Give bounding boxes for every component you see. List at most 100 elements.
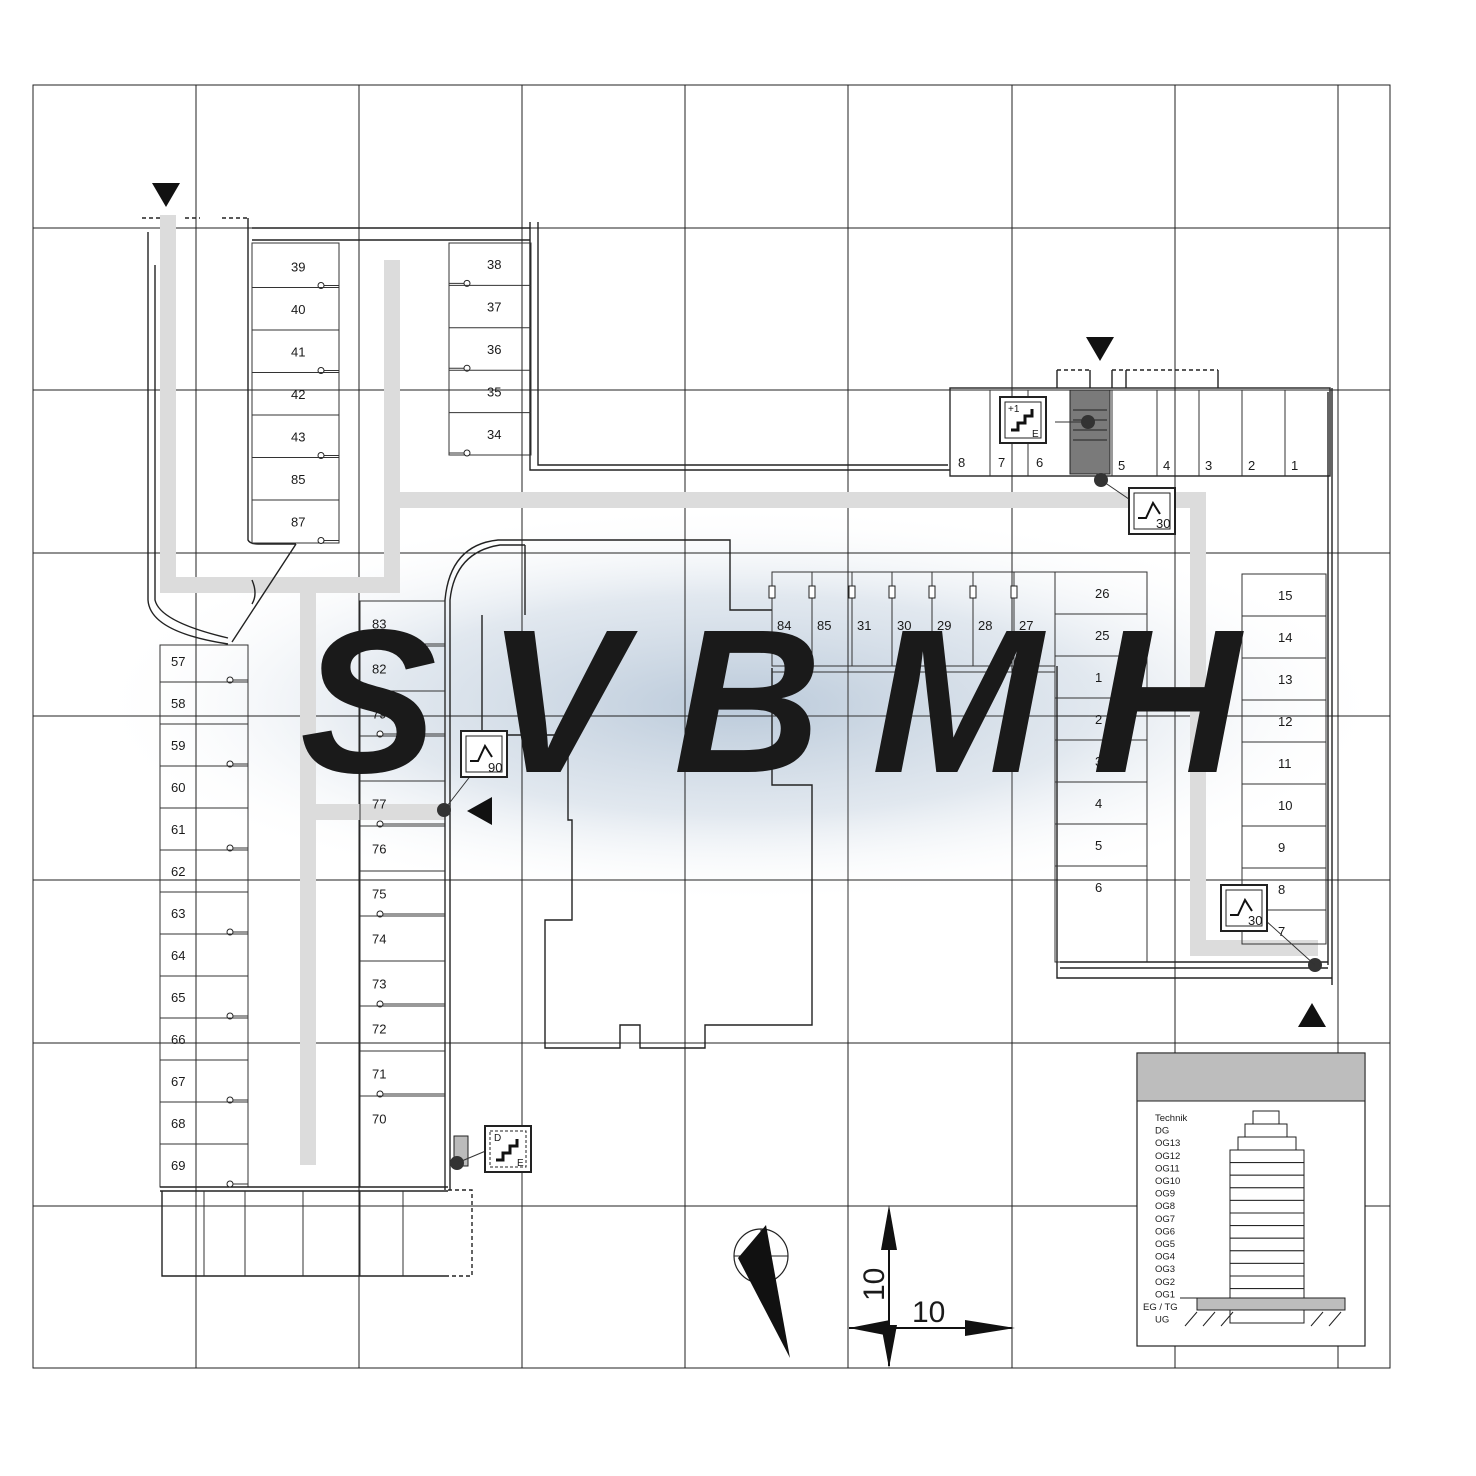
stair-top-level-label: +1 (1008, 404, 1020, 415)
parking-space-number: 7 (998, 455, 1005, 470)
parking-space-number: 40 (291, 302, 305, 317)
parking-space-number: 57 (171, 654, 185, 669)
legend-level-label: OG11 (1155, 1163, 1180, 1174)
parking-space-number: 10 (1278, 798, 1292, 813)
parking-space-number: 28 (978, 618, 992, 633)
parking-space-number: 66 (171, 1032, 185, 1047)
stairs-icon (1011, 409, 1034, 432)
reference-grid (32, 84, 1391, 1369)
parking-space-number: 3 (1095, 754, 1102, 769)
parking-space-number: 58 (171, 696, 185, 711)
fire-door-rating: 30 (1156, 516, 1170, 531)
stairs-icon (496, 1139, 519, 1162)
stair-core (1069, 389, 1111, 475)
parking-space-number: 29 (937, 618, 951, 633)
parking-space-number: 1 (1095, 670, 1102, 685)
entrance-arrow-icon (1298, 1003, 1326, 1027)
parking-space-number: 27 (1019, 618, 1033, 633)
compass (733, 1225, 790, 1358)
parking-space-number: 26 (1095, 586, 1109, 601)
parking-space-number: 78 (372, 752, 386, 767)
legend-level-label: OG1 (1155, 1289, 1175, 1300)
legend-level-label: OG2 (1155, 1277, 1175, 1288)
watermark: SVBMH (300, 587, 1290, 816)
parking-spaces: 3940414243858738373635345758596061626364… (160, 257, 1326, 1188)
parking-space-number: 36 (487, 342, 501, 357)
fire-door-rating: 30 (1248, 913, 1262, 928)
legend-level-label: OG6 (1155, 1226, 1175, 1237)
legend-level-label: OG10 (1155, 1176, 1180, 1187)
parking-space-number: 12 (1278, 714, 1292, 729)
parking-space-number: 68 (171, 1116, 185, 1131)
parking-space-number: 2 (1248, 458, 1255, 473)
parking-space-number: 64 (171, 948, 185, 963)
parking-space-number: 13 (1278, 672, 1292, 687)
legend-level-label: Technik (1155, 1113, 1187, 1124)
parking-space-number: 41 (291, 344, 305, 359)
scale-horizontal-label: 10 (912, 1296, 945, 1329)
parking-space-number: 84 (777, 618, 791, 633)
parking-space-number: 37 (487, 300, 501, 315)
fire-door-icon (1230, 897, 1253, 916)
parking-space-number: 4 (1163, 458, 1170, 473)
parking-space-number: 85 (817, 618, 831, 633)
parking-space-number: 6 (1036, 455, 1043, 470)
parking-space-number: 43 (291, 429, 305, 444)
legend-level-label: OG3 (1155, 1264, 1175, 1275)
parking-space-number: 34 (487, 427, 501, 442)
parking-space-number: 2 (1095, 712, 1102, 727)
parking-space-number: 6 (1095, 880, 1102, 895)
parking-space-number: 73 (372, 977, 386, 992)
parking-space-number: 85 (291, 472, 305, 487)
entrance-arrow-icon (467, 797, 492, 825)
stair-bottom-level-label: D (494, 1133, 501, 1144)
legend-level-label: OG12 (1155, 1151, 1180, 1162)
entrance-arrow-icon (1086, 337, 1114, 361)
legend-level-label: OG8 (1155, 1201, 1175, 1212)
parking-space-number: 5 (1095, 838, 1102, 853)
parking-space-number: 59 (171, 738, 185, 753)
parking-space-number: 75 (372, 887, 386, 902)
parking-space-number: 42 (291, 387, 305, 402)
parking-space-number: 8 (1278, 882, 1285, 897)
legend-level-label: OG4 (1155, 1252, 1175, 1263)
parking-space-number: 25 (1095, 628, 1109, 643)
parking-space-number: 60 (171, 780, 185, 795)
parking-space-number: 4 (1095, 796, 1102, 811)
scale-vertical-label: 10 (858, 1268, 891, 1301)
parking-space-number: 31 (857, 618, 871, 633)
legend-level-label: OG5 (1155, 1239, 1175, 1250)
driving-routes (160, 215, 1318, 1165)
parking-space-number: 14 (1278, 630, 1292, 645)
scale-bar: 10 10 (849, 1205, 1015, 1368)
legend-level-label: OG7 (1155, 1214, 1175, 1225)
parking-space-number: 74 (372, 932, 386, 947)
legend-level-label: EG / TG (1143, 1302, 1178, 1313)
parking-space-number: 65 (171, 990, 185, 1005)
parking-space-number: 8 (958, 455, 965, 470)
parking-space-number: 87 (291, 514, 305, 529)
parking-space-number: 61 (171, 822, 185, 837)
parking-space-number: 15 (1278, 588, 1292, 603)
parking-space-number: 76 (372, 842, 386, 857)
fire-door-sign-right: 30 (1220, 884, 1268, 932)
parking-space-number: 3 (1205, 458, 1212, 473)
fire-door-sign-top: 30 (1128, 487, 1176, 535)
parking-space-number: 82 (372, 662, 386, 677)
parking-space-number: 9 (1278, 840, 1285, 855)
legend-level-label: OG9 (1155, 1189, 1175, 1200)
fire-door-icon (1138, 500, 1161, 519)
parking-space-number: 39 (291, 259, 305, 274)
fire-door-sign-mid: 90 (460, 730, 508, 778)
stair-sign-top: +1 E (999, 396, 1047, 444)
entrance-arrows (152, 183, 1326, 1027)
door-markers (437, 415, 1322, 1170)
fire-door-rating: 90 (488, 760, 502, 775)
legend-level-label: UG (1155, 1315, 1169, 1326)
parking-space-number: 69 (171, 1158, 185, 1173)
parking-space-number: 70 (372, 1112, 386, 1127)
parking-space-number: 71 (372, 1067, 386, 1082)
parking-space-number: 83 (372, 617, 386, 632)
parking-space-number: 63 (171, 906, 185, 921)
